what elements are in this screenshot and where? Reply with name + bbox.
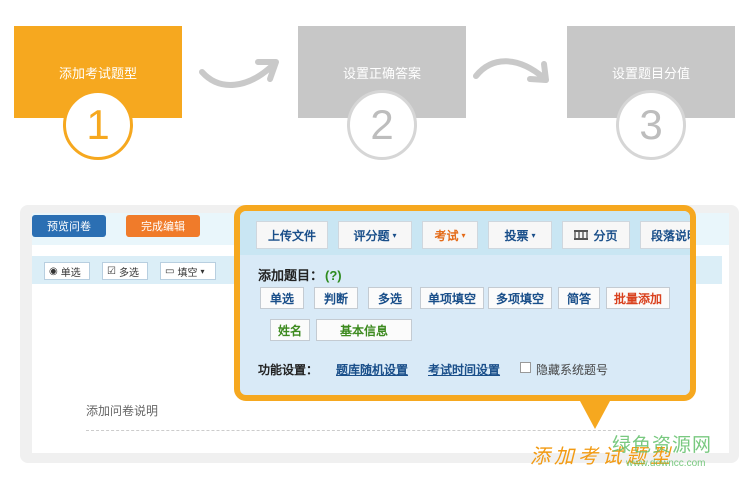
add-basic-info-button[interactable]: 基本信息: [316, 319, 412, 341]
divider: [86, 430, 636, 431]
tool-single-choice[interactable]: ◉单选: [44, 262, 90, 280]
step-3-number: 3: [616, 90, 686, 160]
tab-exam[interactable]: 考试▾: [422, 221, 478, 249]
tool-fill-blank[interactable]: ▭填空▾: [160, 262, 216, 280]
survey-description-placeholder[interactable]: 添加问卷说明: [86, 404, 159, 418]
step-2-label: 设置正确答案: [342, 65, 421, 81]
preview-button[interactable]: 预览问卷: [32, 215, 106, 237]
hide-system-number-label: 隐藏系统题号: [536, 363, 609, 377]
add-short-answer-button[interactable]: 简答: [558, 287, 600, 309]
image-icon: ▭: [165, 265, 175, 277]
step-1-label: 添加考试题型: [58, 65, 137, 81]
step-3-label: 设置题目分值: [611, 65, 690, 81]
tool-multi-choice[interactable]: ☑多选: [102, 262, 148, 280]
page-break-icon: [574, 230, 589, 240]
tab-score-question[interactable]: 评分题▾: [338, 221, 412, 249]
watermark-url: www.downcc.com: [626, 458, 706, 469]
popup-tab-bar: 上传文件 评分题▾ 考试▾ 投票▾ 分页 段落说明: [240, 211, 690, 255]
caret-down-icon: ▾: [531, 230, 536, 240]
add-name-field-button[interactable]: 姓名: [270, 319, 310, 341]
add-multi-blank-button[interactable]: 多项填空: [488, 287, 552, 309]
checkbox-icon: ☑: [107, 265, 116, 277]
help-link[interactable]: (?): [325, 268, 342, 283]
add-single-choice-button[interactable]: 单选: [260, 287, 304, 309]
question-type-popup: 上传文件 评分题▾ 考试▾ 投票▾ 分页 段落说明 添加题目：(?) 单选 判断…: [234, 205, 696, 401]
finish-edit-button[interactable]: 完成编辑: [126, 215, 200, 237]
curved-arrow-icon: [473, 58, 549, 83]
tab-vote[interactable]: 投票▾: [488, 221, 552, 249]
caret-down-icon: ▾: [461, 230, 466, 240]
add-multi-choice-button[interactable]: 多选: [368, 287, 412, 309]
add-question-title: 添加题目：(?): [258, 268, 342, 283]
caret-down-icon: ▾: [200, 266, 205, 276]
callout-pointer: [580, 401, 610, 429]
curved-arrow-icon: [199, 59, 279, 88]
tab-upload-file[interactable]: 上传文件: [256, 221, 328, 249]
add-single-blank-button[interactable]: 单项填空: [420, 287, 484, 309]
random-bank-settings-link[interactable]: 题库随机设置: [336, 363, 409, 377]
exam-time-settings-link[interactable]: 考试时间设置: [428, 363, 501, 377]
step-2-number: 2: [347, 90, 417, 160]
callout-text: 添加考试题型: [530, 444, 674, 468]
step-1-number: 1: [63, 90, 133, 160]
radio-icon: ◉: [49, 265, 58, 277]
add-true-false-button[interactable]: 判断: [314, 287, 358, 309]
tab-pagination[interactable]: 分页: [562, 221, 630, 249]
hide-system-number-checkbox[interactable]: [520, 362, 531, 373]
tab-paragraph-note[interactable]: 段落说明: [640, 221, 690, 249]
batch-add-button[interactable]: 批量添加: [606, 287, 670, 309]
function-settings-label: 功能设置：: [258, 363, 319, 377]
watermark-name: 绿色资源网: [612, 435, 713, 456]
caret-down-icon: ▾: [392, 230, 397, 240]
